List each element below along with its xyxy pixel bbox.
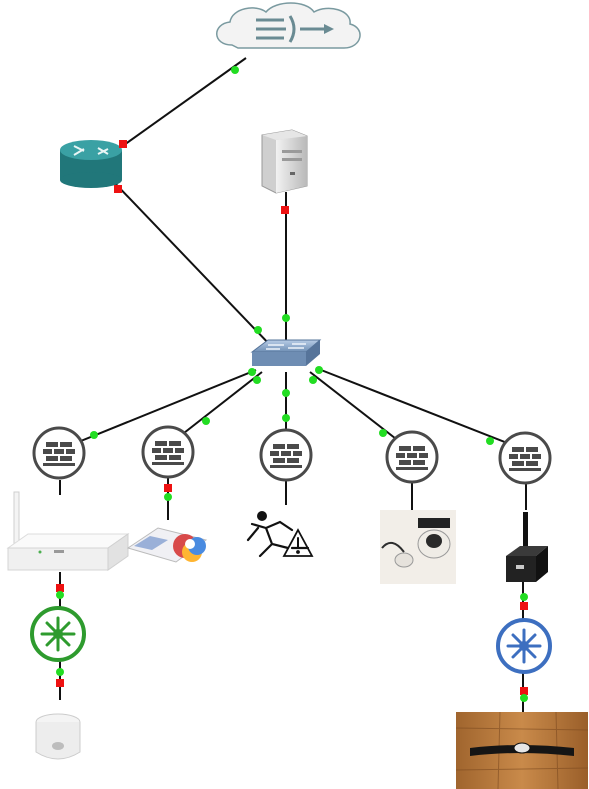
port-status-up <box>282 414 290 422</box>
motion-sensor-icon[interactable] <box>35 713 81 760</box>
link-router-switch <box>109 177 273 348</box>
port-status-up <box>254 326 262 334</box>
port-status-down <box>520 687 528 695</box>
wireless-gateway-icon[interactable] <box>6 491 130 571</box>
fall-detection-icon[interactable] <box>246 511 314 558</box>
port-status-markers <box>56 66 528 702</box>
port-status-down <box>56 679 64 687</box>
port-status-down <box>520 602 528 610</box>
router-icon[interactable] <box>60 140 122 188</box>
port-status-up <box>520 694 528 702</box>
firewall-icon[interactable] <box>498 431 552 485</box>
firewall-icon[interactable] <box>141 425 195 479</box>
port-status-up <box>379 429 387 437</box>
firewall-icon[interactable] <box>259 428 313 482</box>
link-switch-firewall-5 <box>315 367 521 449</box>
firewall-icon[interactable] <box>32 426 86 480</box>
port-status-up <box>90 431 98 439</box>
port-status-down <box>56 584 64 592</box>
port-status-down <box>164 484 172 492</box>
port-status-up <box>231 66 239 74</box>
chest-strap-icon[interactable] <box>455 711 589 789</box>
port-status-up <box>309 376 317 384</box>
link-internet-router <box>109 57 247 156</box>
port-status-up <box>486 437 494 445</box>
port-status-up <box>248 368 256 376</box>
switch-icon[interactable] <box>250 339 322 366</box>
port-status-down <box>119 140 127 148</box>
internet-cloud-icon[interactable] <box>216 2 361 49</box>
hub-arrows-icon[interactable] <box>30 606 86 662</box>
port-status-up <box>202 417 210 425</box>
port-status-up <box>315 366 323 374</box>
port-status-down <box>114 185 122 193</box>
port-status-up <box>164 493 172 501</box>
port-status-up <box>56 668 64 676</box>
link-switch-firewall-2 <box>174 371 263 441</box>
hub-arrows-icon[interactable] <box>496 618 552 674</box>
port-status-down <box>281 206 289 214</box>
port-status-up <box>520 593 528 601</box>
lte-modem-icon[interactable] <box>506 512 548 582</box>
server-tower-icon[interactable] <box>261 129 308 194</box>
port-status-up <box>282 314 290 322</box>
firewall-icon[interactable] <box>385 430 439 484</box>
port-status-up <box>253 376 261 384</box>
sensor-cards-icon[interactable] <box>126 527 208 563</box>
port-status-up <box>56 591 64 599</box>
panic-pendant-icon[interactable] <box>380 510 456 584</box>
port-status-up <box>282 389 290 397</box>
